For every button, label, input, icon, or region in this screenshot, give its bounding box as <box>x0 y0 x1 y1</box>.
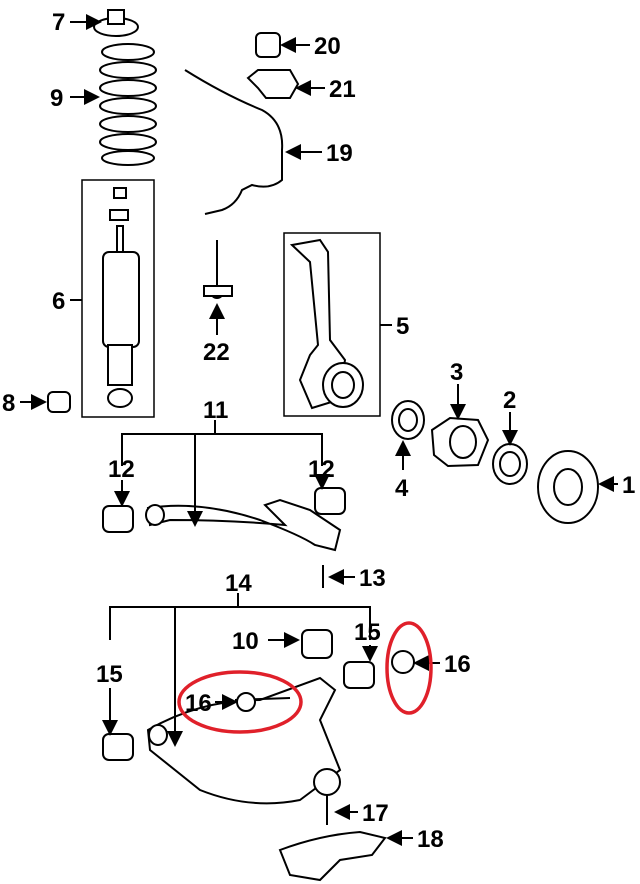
callout-22: 22 <box>203 339 230 366</box>
callout-20: 20 <box>314 33 341 60</box>
shock-absorber <box>102 187 140 408</box>
cam-bolt <box>234 692 291 712</box>
callout-15-left: 15 <box>96 661 123 688</box>
ball-joint-part <box>391 650 415 674</box>
bushing-upper-left <box>102 505 134 533</box>
callout-3: 3 <box>450 359 463 386</box>
stabilizer-bushing <box>255 32 281 58</box>
callout-5: 5 <box>396 313 409 340</box>
stabilizer-bar <box>184 69 284 215</box>
stabilizer-bracket <box>246 69 300 99</box>
callout-1: 1 <box>622 472 635 499</box>
callout-21: 21 <box>329 76 356 103</box>
callout-16-bolt: 16 <box>185 690 212 717</box>
cam-plate <box>301 629 333 659</box>
callout-10: 10 <box>232 628 259 655</box>
bushing-lower-right <box>343 661 375 689</box>
leader-lines <box>20 14 618 846</box>
coil-spring <box>99 43 157 166</box>
callout-4: 4 <box>395 475 409 502</box>
steering-knuckle <box>289 238 364 410</box>
steering-arm <box>278 830 387 882</box>
hub-bearing <box>430 416 490 468</box>
callout-7: 7 <box>52 9 65 36</box>
callout-2: 2 <box>503 387 516 414</box>
strut-mount <box>93 9 139 37</box>
lower-control-arm <box>146 676 342 805</box>
highlight-ball-joint-part <box>385 621 433 715</box>
hub <box>537 450 599 524</box>
highlight-cam-bolt <box>177 670 303 734</box>
bearing <box>492 443 528 485</box>
callout-18: 18 <box>417 826 444 853</box>
callout-12-right: 12 <box>308 456 335 483</box>
callout-8: 8 <box>2 390 15 417</box>
bushing <box>47 391 71 413</box>
callout-19: 19 <box>326 140 353 167</box>
callout-17: 17 <box>362 800 389 827</box>
shock-absorber-box <box>81 179 155 418</box>
callout-11: 11 <box>203 397 228 424</box>
ball-joint <box>313 768 341 825</box>
bushing-lower-left <box>102 733 134 761</box>
callout-15-right: 15 <box>354 619 381 646</box>
bushing-upper-right <box>314 487 346 515</box>
callout-14: 14 <box>225 570 252 597</box>
stabilizer-link <box>203 240 233 299</box>
seal <box>391 400 425 440</box>
callout-16-right: 16 <box>444 651 471 678</box>
callout-13: 13 <box>359 565 386 592</box>
callout-9: 9 <box>50 85 63 112</box>
callout-12-left: 12 <box>108 456 135 483</box>
callout-6: 6 <box>52 288 65 315</box>
